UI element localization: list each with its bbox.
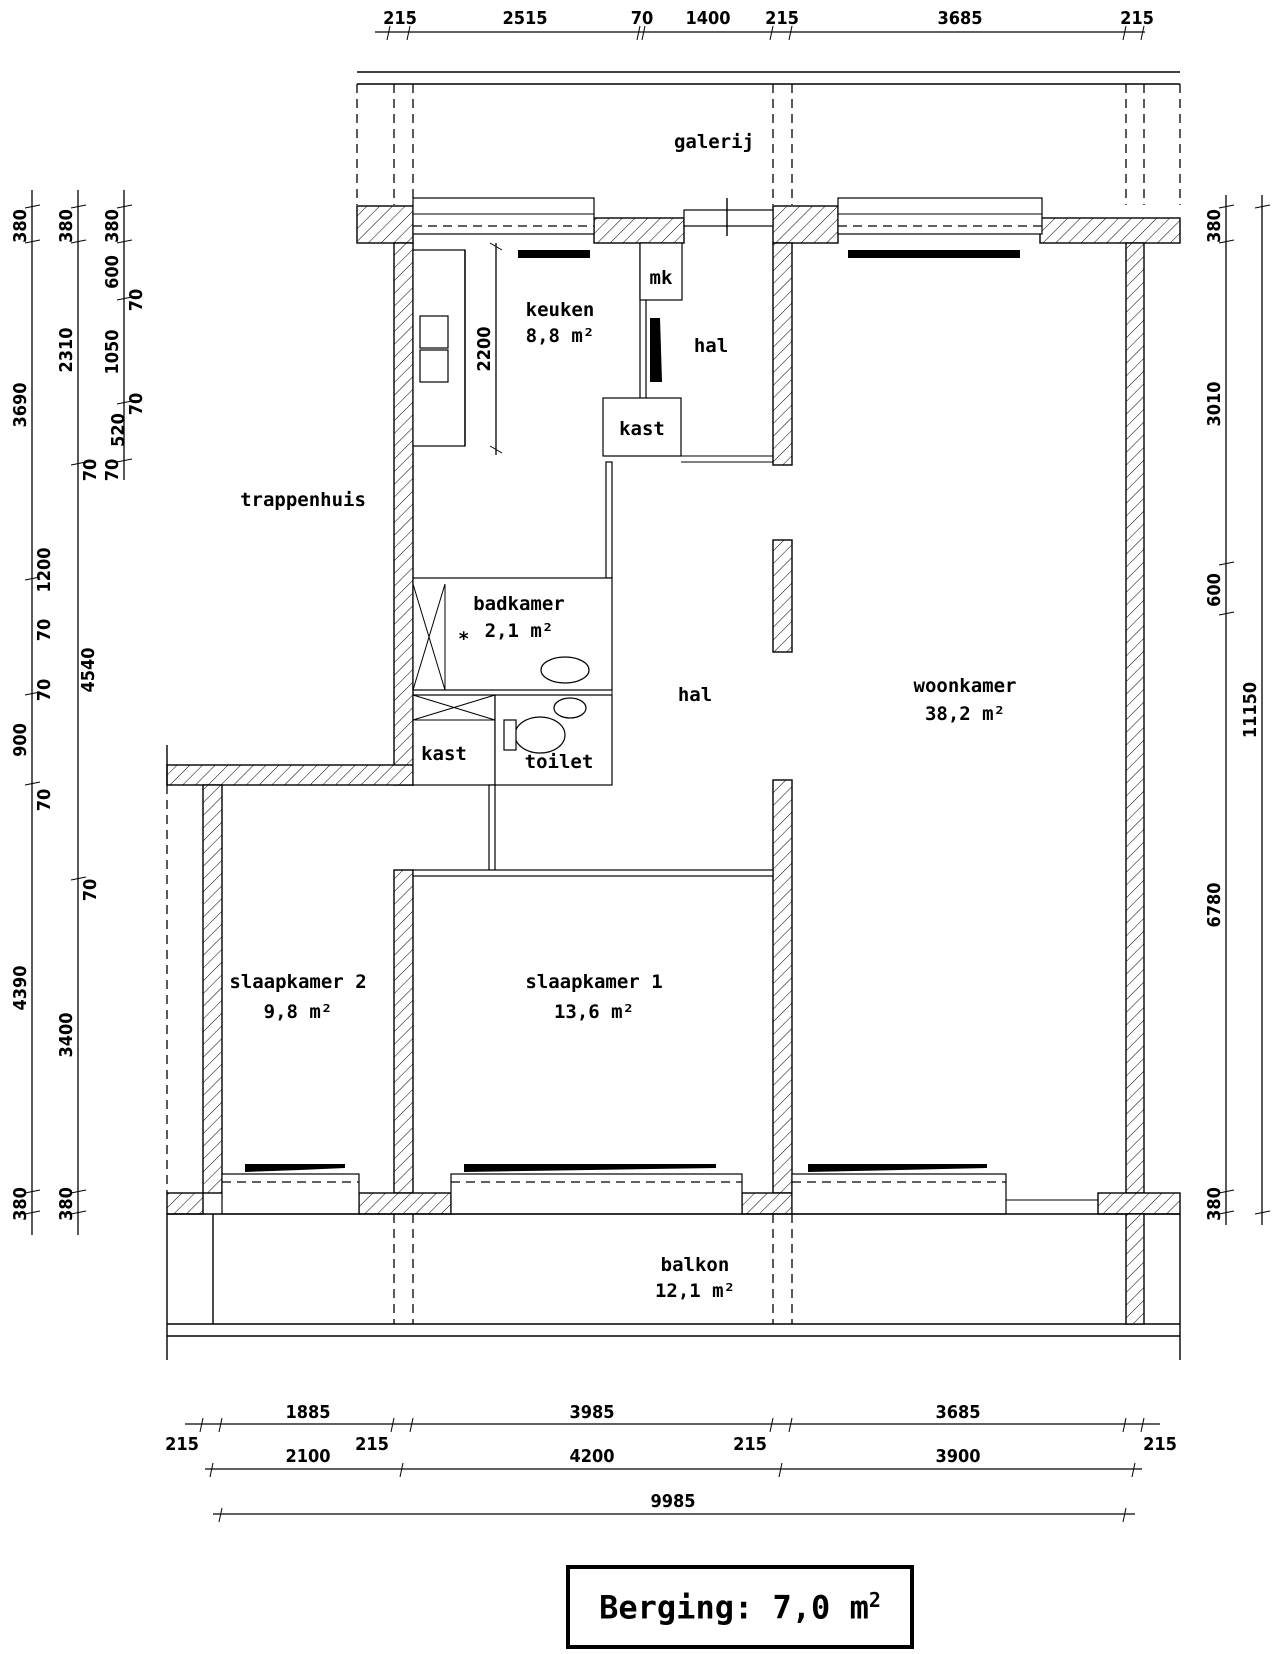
berging-area-label: Berging: 7,0 m2 (599, 1587, 881, 1627)
svg-text:3690: 3690 (10, 382, 31, 427)
balkon-outline (166, 785, 1181, 1360)
svg-text:4390: 4390 (10, 965, 31, 1010)
dimension-left: 380 3690 4390 380 380 2310 70 70 4540 34… (10, 190, 147, 1235)
svg-text:215: 215 (765, 8, 799, 29)
svg-text:380: 380 (1204, 1187, 1225, 1221)
room-label-galerij: galerij (674, 131, 754, 153)
svg-text:3400: 3400 (56, 1012, 77, 1057)
svg-text:215: 215 (1143, 1434, 1177, 1455)
svg-text:9985: 9985 (650, 1491, 695, 1512)
svg-text:900: 900 (10, 723, 31, 757)
dimension-right: 380 3010 600 6780 380 11150 (1204, 195, 1271, 1225)
svg-text:1885: 1885 (285, 1402, 330, 1423)
room-label-hal-top: hal (694, 335, 728, 357)
room-label-keuken: keuken (526, 299, 595, 321)
svg-text:215: 215 (383, 8, 417, 29)
room-label-mk: mk (650, 267, 673, 289)
room-label-badkamer: badkamer (473, 593, 565, 615)
svg-text:70: 70 (80, 459, 101, 482)
svg-text:70: 70 (34, 619, 55, 642)
front-facade (356, 197, 1181, 258)
galerij-outline (356, 71, 1181, 205)
room-label-hal: hal (678, 684, 712, 706)
room-area-badkamer: 2,1 m² (485, 620, 554, 642)
room-label-toilet: toilet (525, 751, 594, 773)
svg-text:380: 380 (56, 209, 77, 243)
berging-area-box: Berging: 7,0 m2 (566, 1565, 914, 1649)
svg-text:2200: 2200 (474, 326, 495, 371)
svg-text:215: 215 (733, 1434, 767, 1455)
svg-text:3010: 3010 (1204, 381, 1225, 426)
dimension-top: 215 2515 70 1400 215 3685 215 (375, 8, 1154, 41)
room-label-trappenhuis: trappenhuis (240, 489, 366, 511)
svg-text:70: 70 (126, 393, 147, 416)
light-symbol-icon: * (458, 628, 469, 650)
back-facade (166, 1164, 1181, 1215)
room-labels: galerij keuken 8,8 m² mk hal kast trappe… (229, 131, 1016, 1302)
room-area-keuken: 8,8 m² (526, 325, 595, 347)
dimension-bottom: 215 1885 215 3985 215 3685 215 2100 4200… (165, 1402, 1177, 1523)
svg-text:70: 70 (631, 8, 654, 29)
svg-text:70: 70 (102, 459, 123, 482)
svg-text:215: 215 (355, 1434, 389, 1455)
svg-text:3685: 3685 (935, 1402, 980, 1423)
room-area-slaapkamer2: 9,8 m² (264, 1001, 333, 1023)
svg-text:1400: 1400 (685, 8, 730, 29)
svg-text:2310: 2310 (56, 327, 77, 372)
svg-text:1200: 1200 (34, 547, 55, 592)
svg-text:3985: 3985 (569, 1402, 614, 1423)
room-area-balkon: 12,1 m² (655, 1280, 735, 1302)
svg-text:3900: 3900 (935, 1446, 980, 1467)
room-area-slaapkamer1: 13,6 m² (554, 1001, 634, 1023)
room-area-woonkamer: 38,2 m² (925, 703, 1005, 725)
svg-text:70: 70 (80, 879, 101, 902)
svg-text:215: 215 (165, 1434, 199, 1455)
room-label-slaapkamer1: slaapkamer 1 (525, 971, 662, 993)
svg-text:380: 380 (10, 209, 31, 243)
room-label-kast-bottom: kast (421, 743, 467, 765)
svg-text:70: 70 (34, 789, 55, 812)
svg-text:600: 600 (1204, 573, 1225, 607)
svg-text:380: 380 (1204, 209, 1225, 243)
svg-text:4540: 4540 (78, 647, 99, 692)
svg-text:11150: 11150 (1240, 682, 1261, 738)
svg-text:6780: 6780 (1204, 882, 1225, 927)
dimension-kitchen: 2200 (474, 242, 503, 455)
svg-text:215: 215 (1120, 8, 1154, 29)
room-label-balkon: balkon (661, 1254, 730, 1276)
svg-text:600: 600 (102, 255, 123, 289)
svg-text:70: 70 (34, 679, 55, 702)
svg-text:1050: 1050 (102, 329, 123, 374)
svg-text:520: 520 (108, 413, 129, 447)
svg-text:2100: 2100 (285, 1446, 330, 1467)
svg-text:380: 380 (10, 1187, 31, 1221)
svg-text:380: 380 (56, 1187, 77, 1221)
svg-text:70: 70 (126, 289, 147, 312)
svg-text:3685: 3685 (937, 8, 982, 29)
room-label-woonkamer: woonkamer (914, 675, 1017, 697)
room-label-kast-top: kast (619, 418, 665, 440)
svg-text:4200: 4200 (569, 1446, 614, 1467)
room-label-slaapkamer2: slaapkamer 2 (229, 971, 366, 993)
partitions: * (412, 242, 774, 877)
svg-text:2515: 2515 (502, 8, 547, 29)
svg-text:380: 380 (102, 209, 123, 243)
walls (166, 242, 1145, 1194)
